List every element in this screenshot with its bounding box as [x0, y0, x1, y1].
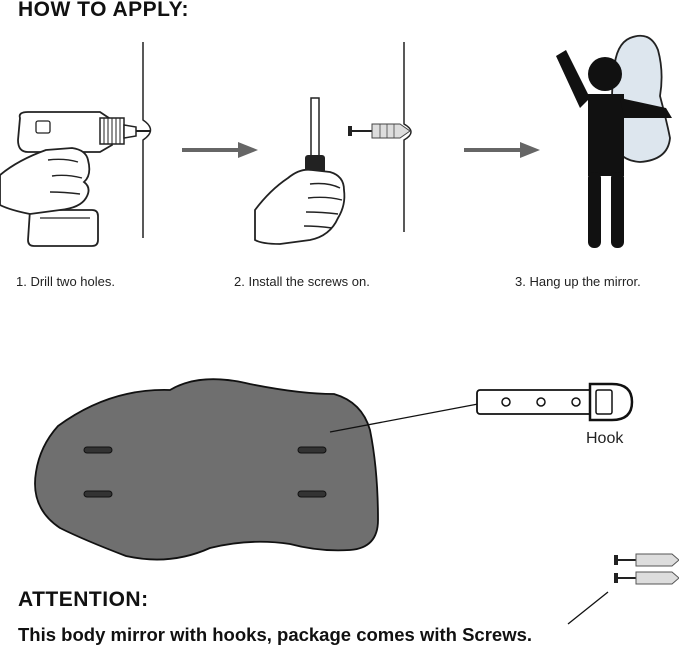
screws-icon	[567, 553, 679, 625]
hang-step-illustration	[556, 34, 672, 248]
step-2-caption: 2. Install the screws on.	[234, 274, 370, 289]
attention-title: ATTENTION:	[18, 588, 149, 611]
screw-anchor-icon	[348, 123, 411, 139]
hand-icon	[254, 168, 346, 245]
wall-line-1	[142, 42, 152, 238]
step-1-caption: 1. Drill two holes.	[16, 274, 115, 289]
step-3-caption: 3. Hang up the mirror.	[515, 274, 641, 289]
hook-pointer-line	[329, 403, 479, 433]
arrow-right-icon-2	[464, 142, 540, 158]
hook-icon	[476, 382, 634, 422]
drill-icon	[0, 111, 150, 247]
person-icon	[556, 50, 672, 248]
screw-step-illustration	[254, 42, 412, 245]
screwdriver-icon	[305, 97, 325, 173]
drill-step-illustration	[0, 42, 152, 247]
arrow-right-icon-1	[182, 142, 258, 158]
mirror-back-shape	[34, 378, 379, 561]
hook-slot-icon	[83, 446, 327, 498]
attention-text: This body mirror with hooks, package com…	[18, 624, 533, 645]
screws-pointer-line	[567, 591, 609, 625]
wall-line-2	[403, 42, 412, 232]
hook-label: Hook	[586, 430, 624, 447]
page-title: HOW TO APPLY:	[18, 0, 190, 21]
mirror-back-diagram	[34, 378, 479, 561]
